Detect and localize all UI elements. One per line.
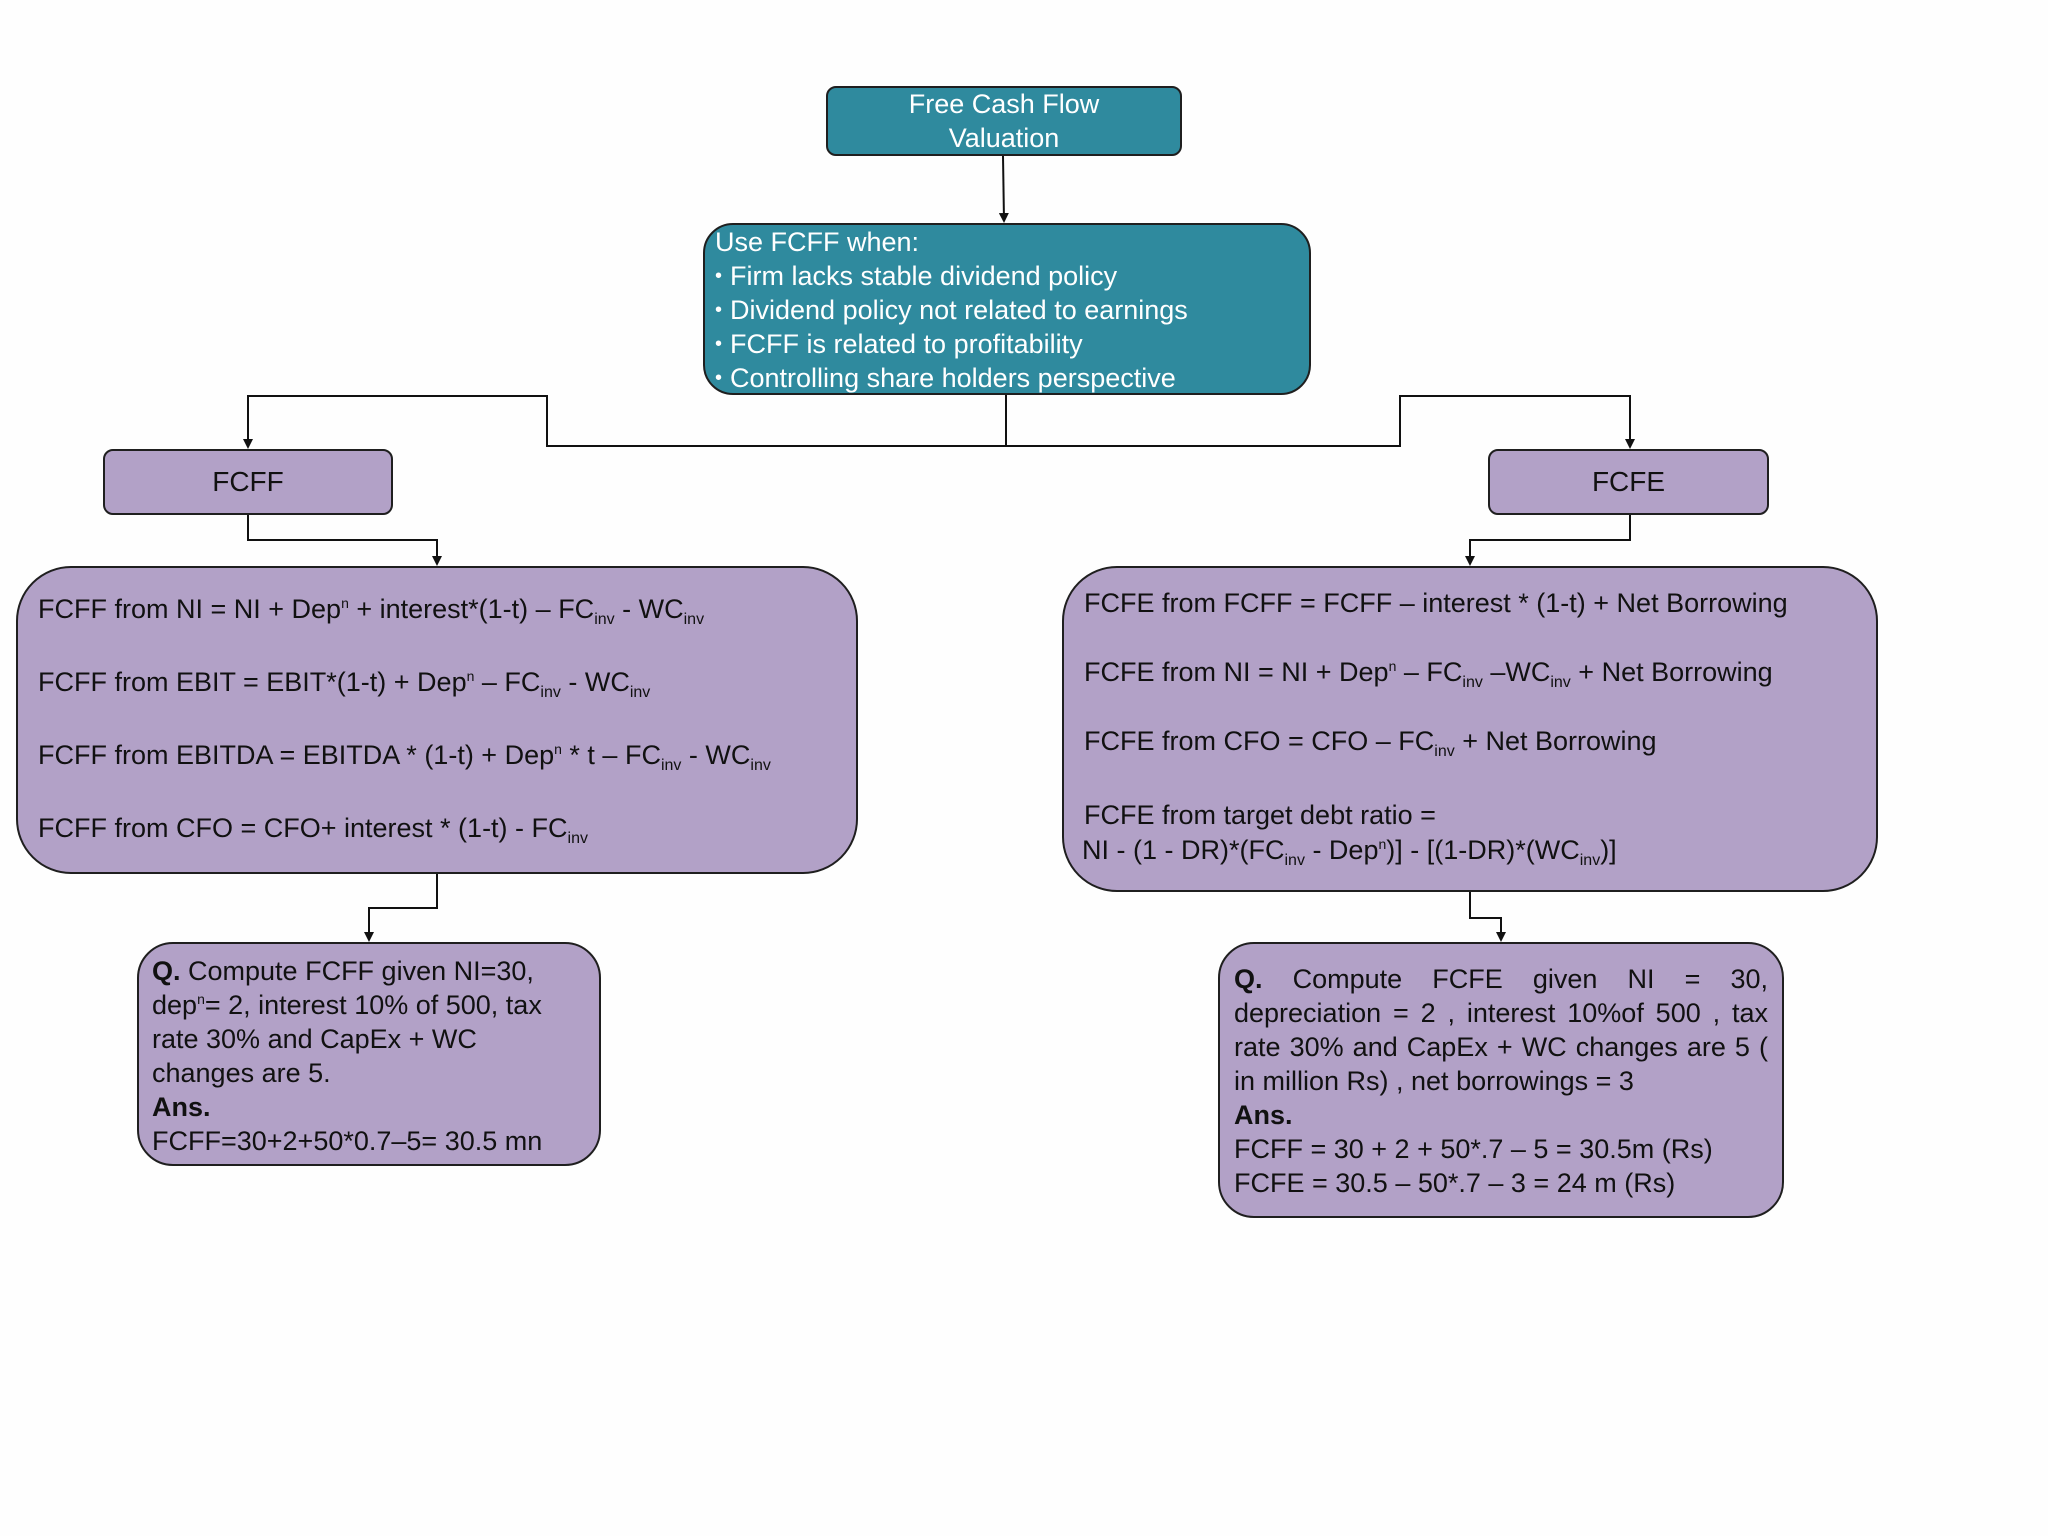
fcff-from-ebitda-formula: FCFF from EBITDA = EBITDA * (1-t) + Depn… [38, 740, 771, 774]
fcfe-answer-line-1: FCFF = 30 + 2 + 50*.7 – 5 = 30.5m (Rs) [1234, 1134, 1713, 1164]
fcfe-from-fcff-formula: FCFE from FCFF = FCFF – interest * (1-t)… [1084, 588, 1788, 618]
fcff-label: FCFF [212, 466, 284, 497]
fcff-usage-list: Firm lacks stable dividend policy Divide… [715, 259, 1299, 395]
fcfe-target-debt-ratio-formula: NI - (1 - DR)*(FCinv - Depn)] - [(1-DR)*… [1082, 835, 1617, 869]
fcfe-from-cfo-formula: FCFE from CFO = CFO – FCinv + Net Borrow… [1084, 726, 1657, 760]
fcfe-question-box: Q. Compute FCFE given NI = 30, depreciat… [1218, 942, 1784, 1218]
arrow-fcff-to-formulas [247, 515, 442, 566]
arrow-to-fcfe [1006, 395, 1635, 449]
fcfe-formulas-box: FCFE from FCFF = FCFF – interest * (1-t)… [1062, 566, 1878, 892]
fcfe-node: FCFE [1488, 449, 1769, 515]
fcff-answer-text: FCFF=30+2+50*0.7–5= 30.5 mn [152, 1126, 543, 1156]
fcfe-from-ni-formula: FCFE from NI = NI + Depn – FCinv –WCinv … [1084, 657, 1773, 691]
fcff-usage-box: Use FCFF when: Firm lacks stable dividen… [703, 223, 1311, 395]
fcff-usage-item: FCFF is related to profitability [715, 327, 1299, 361]
fcfe-question-text: Q. Compute FCFE given NI = 30, depreciat… [1234, 964, 1768, 1096]
fcff-usage-item: Controlling share holders perspective [715, 361, 1299, 395]
fcff-question-text: Q. Compute FCFF given NI=30, depn= 2, in… [152, 956, 542, 1088]
fcff-usage-heading: Use FCFF when: [715, 227, 920, 257]
fcff-formulas-box: FCFF from NI = NI + Depn + interest*(1-t… [16, 566, 858, 874]
arrow-fcfe-to-formulas [1465, 515, 1631, 566]
fcfe-target-debt-ratio-heading: FCFE from target debt ratio = [1084, 800, 1436, 830]
fcff-from-cfo-formula: FCFF from CFO = CFO+ interest * (1-t) - … [38, 813, 588, 847]
fcff-question-box: Q. Compute FCFF given NI=30, depn= 2, in… [137, 942, 601, 1166]
fcff-from-ebit-formula: FCFF from EBIT = EBIT*(1-t) + Depn – FCi… [38, 667, 651, 701]
title-box: Free Cash Flow Valuation [826, 86, 1182, 156]
fcfe-answer-line-2: FCFE = 30.5 – 50*.7 – 3 = 24 m (Rs) [1234, 1168, 1676, 1198]
fcfe-label: FCFE [1591, 466, 1666, 497]
title-line-2: Valuation [948, 123, 1060, 153]
fcff-node: FCFF [103, 449, 393, 515]
fcff-usage-item: Firm lacks stable dividend policy [715, 259, 1299, 293]
arrow-to-fcff [243, 395, 1006, 449]
title-line-1: Free Cash Flow [908, 89, 1100, 119]
arrow-fcff-formulas-to-question [364, 874, 438, 942]
fcff-answer-label: Ans. [152, 1092, 211, 1122]
fcff-from-ni-formula: FCFF from NI = NI + Depn + interest*(1-t… [38, 594, 705, 628]
fcfe-answer-label: Ans. [1234, 1100, 1293, 1130]
arrow-fcfe-formulas-to-question [1469, 892, 1506, 942]
fcff-usage-item: Dividend policy not related to earnings [715, 293, 1299, 327]
arrow-title-to-fcff-when [998, 155, 1009, 223]
